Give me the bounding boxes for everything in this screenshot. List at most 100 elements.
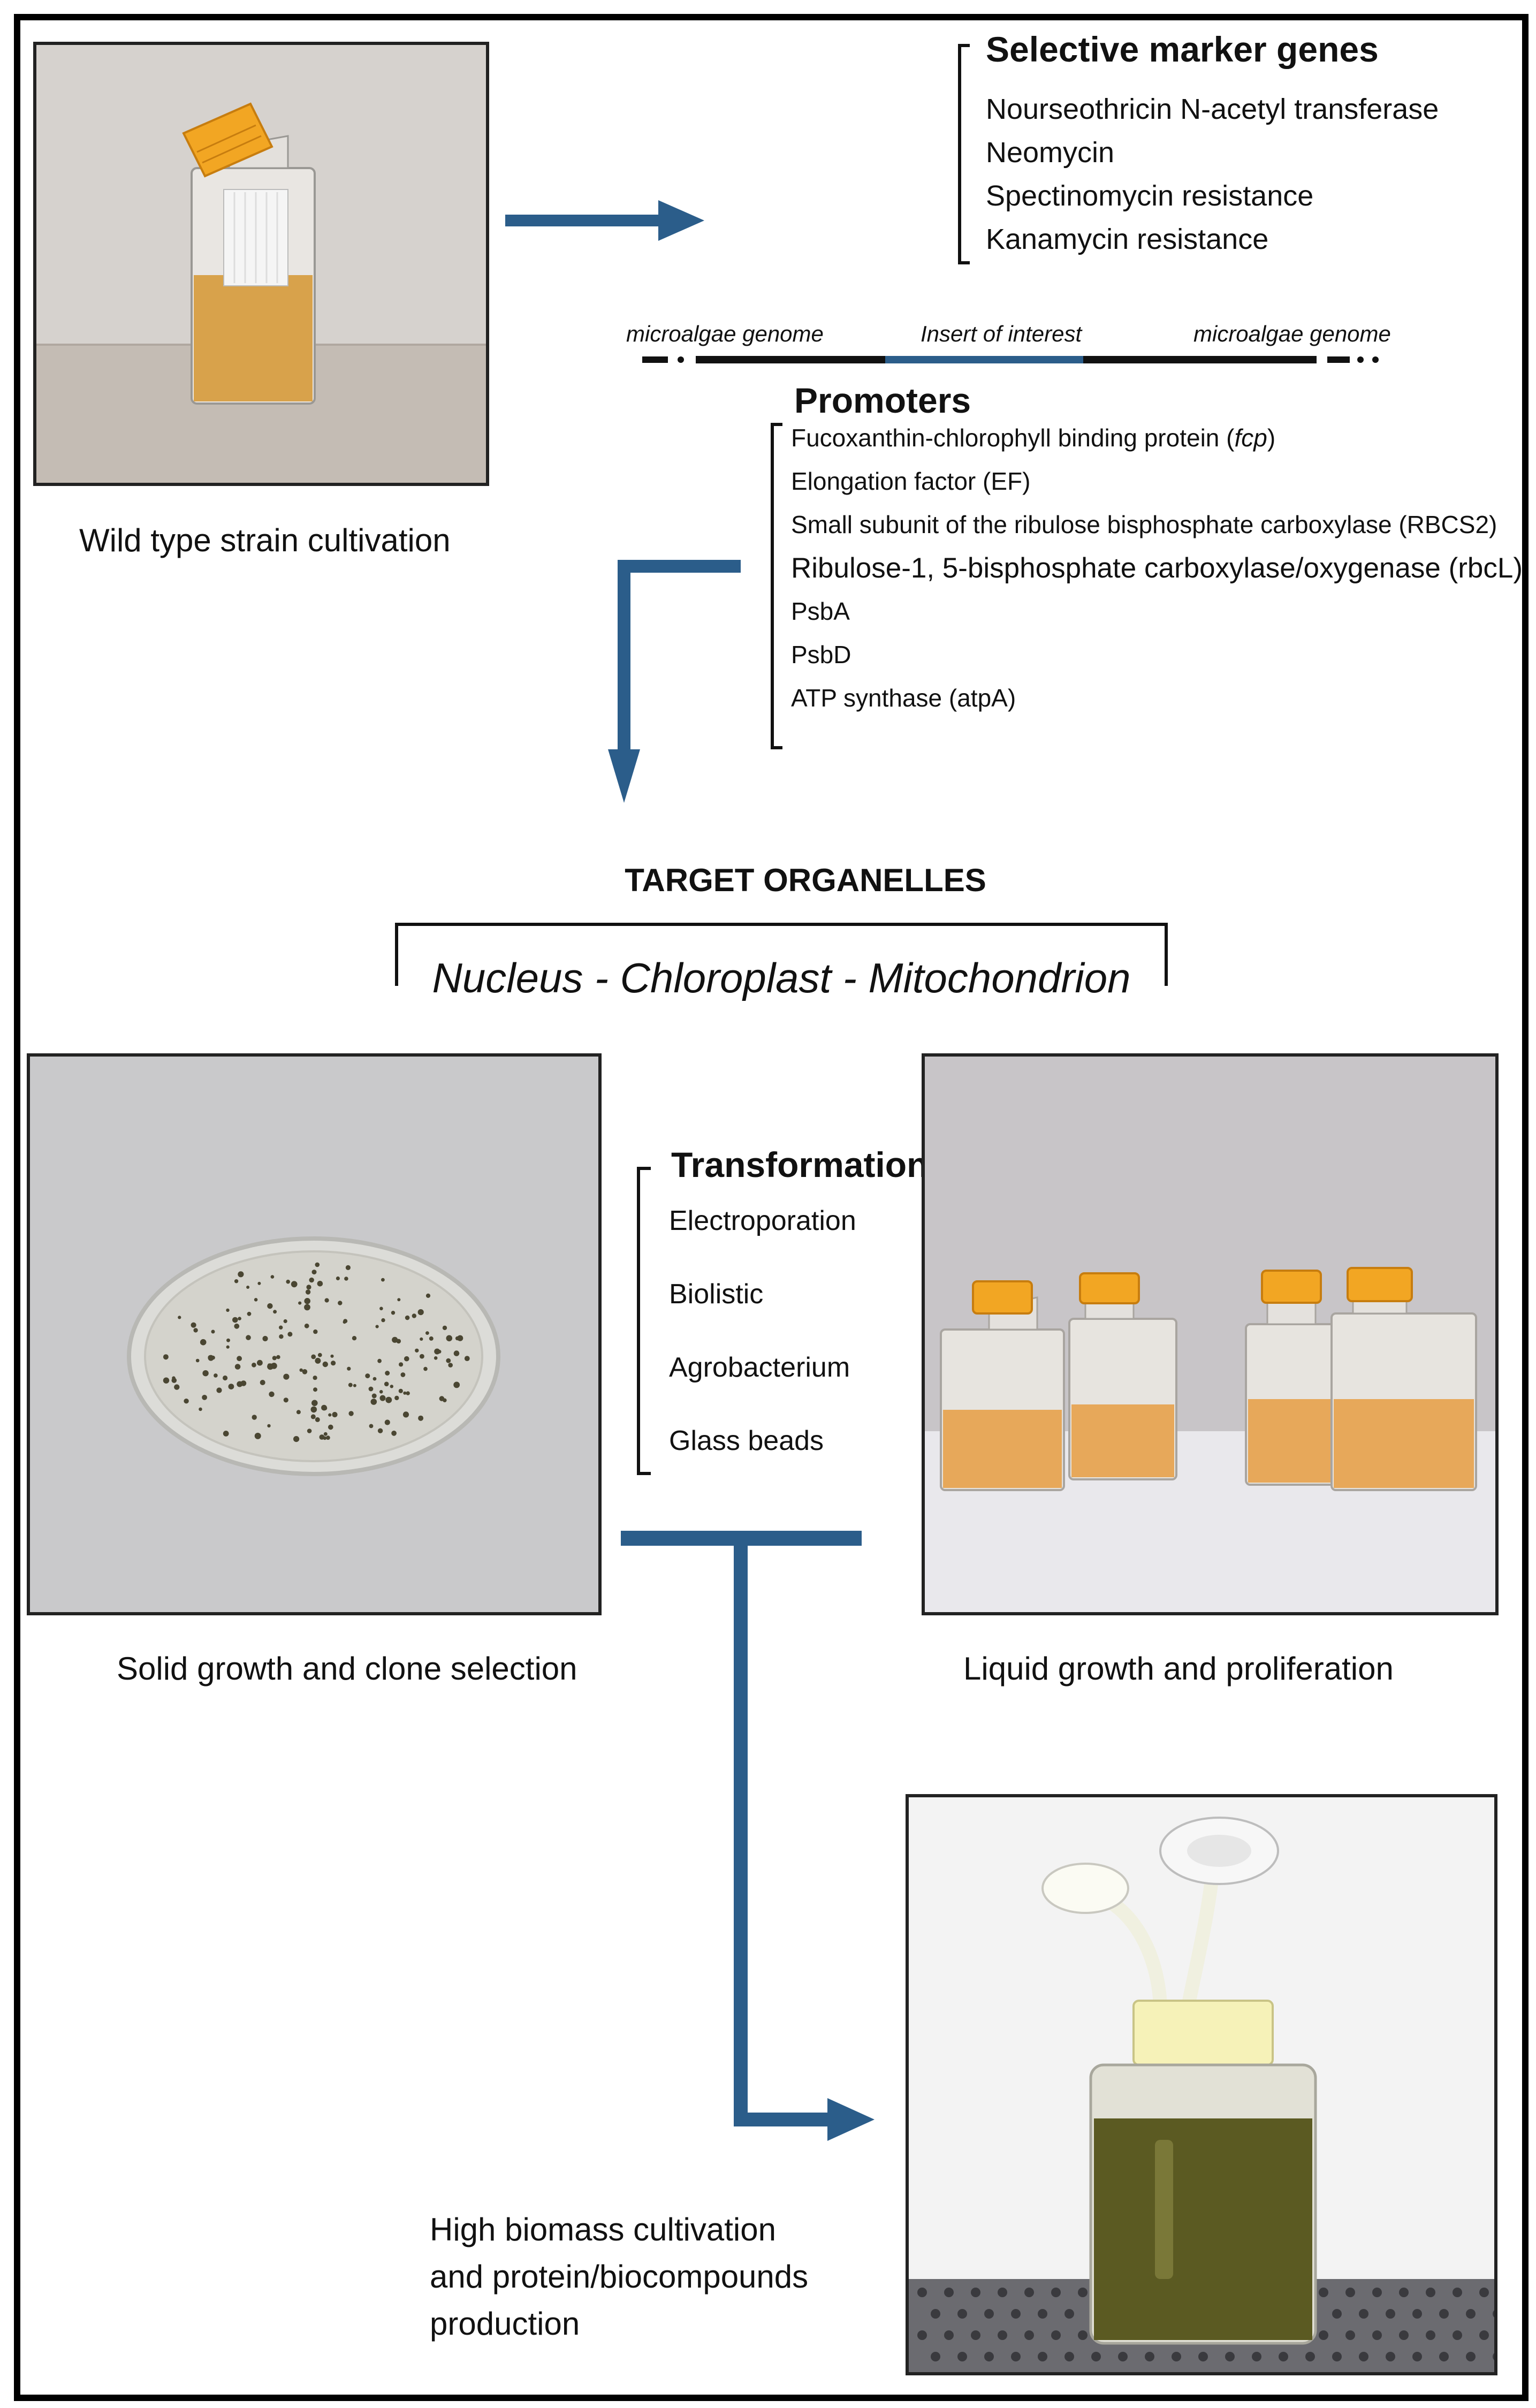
caption-high-biomass-1: High biomass cultivation — [430, 2212, 776, 2247]
stage-hole — [1279, 2352, 1288, 2361]
genome-line — [642, 356, 1379, 363]
stage-hole — [1118, 2352, 1128, 2361]
promoter-item: PsbD — [791, 641, 851, 669]
colony-dot — [377, 1358, 382, 1363]
colony-dot — [311, 1354, 316, 1359]
colony-dot — [313, 1329, 318, 1334]
colony-dot — [322, 1361, 328, 1368]
colony-dot — [319, 1434, 325, 1440]
colony-dot — [347, 1366, 351, 1371]
colony-dot — [313, 1387, 317, 1392]
marker-item: Spectinomycin resistance — [986, 180, 1314, 212]
photo-biomass-bottle — [906, 1794, 1497, 2375]
colony-dot — [254, 1432, 261, 1439]
colony-dot — [298, 1301, 302, 1305]
colony-dot — [267, 1424, 271, 1428]
colony-dot — [252, 1415, 257, 1420]
colony-dot — [287, 1332, 293, 1337]
colony-dot — [223, 1375, 228, 1381]
colony-dot — [328, 1413, 332, 1417]
colony-dot — [399, 1362, 404, 1367]
colony-dot — [442, 1325, 447, 1331]
promoter-item: Fucoxanthin-chlorophyll binding protein … — [791, 424, 1276, 452]
colony-dot — [279, 1334, 284, 1339]
promoter-item: PsbA — [791, 597, 850, 625]
marker-item: Neomycin — [986, 136, 1115, 169]
stage-hole — [1064, 2352, 1074, 2361]
colony-dot — [211, 1330, 215, 1334]
stage-hole — [1453, 2288, 1462, 2297]
colony-dot — [390, 1385, 393, 1388]
colony-dot — [257, 1359, 263, 1366]
stage-hole — [1439, 2352, 1449, 2361]
colony-dot — [195, 1358, 200, 1363]
colony-dot — [368, 1386, 374, 1392]
colony-dot — [252, 1362, 256, 1368]
stage-hole — [1051, 2330, 1061, 2340]
colony-dot — [381, 1318, 385, 1323]
colony-dot — [429, 1336, 434, 1341]
colony-dot — [344, 1277, 348, 1281]
transformation-items: Electroporation Biolistic Agrobacterium … — [669, 1191, 856, 1485]
colony-dot — [306, 1285, 311, 1290]
colony-dot — [228, 1384, 234, 1389]
colony-dot — [336, 1276, 340, 1281]
colony-dot — [226, 1338, 230, 1342]
stage-hole — [1051, 2288, 1061, 2297]
colony-dot — [226, 1308, 230, 1312]
colony-dot — [286, 1279, 290, 1284]
colony-dot — [246, 1286, 250, 1289]
transformation-item: Agrobacterium — [669, 1352, 850, 1383]
stage-hole — [1225, 2352, 1235, 2361]
stage-hole — [1024, 2288, 1034, 2297]
colony-dot — [191, 1322, 196, 1328]
stage-hole — [917, 2330, 927, 2340]
colony-dot — [307, 1429, 312, 1433]
stage-hole — [1412, 2352, 1422, 2361]
colony-dot — [425, 1331, 429, 1335]
genome-right-label: microalgae genome — [1193, 321, 1391, 346]
promoters-heading: Promoters — [794, 381, 971, 420]
stage-hole — [1466, 2352, 1476, 2361]
stage-hole — [971, 2330, 980, 2340]
colony-dot — [455, 1336, 460, 1341]
colony-dot — [370, 1399, 377, 1405]
colony-dot — [332, 1411, 338, 1418]
colony-dot — [216, 1387, 222, 1393]
colony-dot — [324, 1298, 329, 1303]
colony-dot — [331, 1361, 336, 1366]
colony-dot — [304, 1323, 309, 1328]
stage-hole — [1386, 2309, 1395, 2319]
target-organelles-title: TARGET ORGANELLES — [625, 862, 986, 898]
transformation-heading: Transformation — [671, 1145, 929, 1184]
colony-dot — [369, 1424, 374, 1429]
colony-dot — [317, 1281, 323, 1287]
colony-dot — [237, 1356, 242, 1362]
colony-dot — [394, 1395, 399, 1401]
colony-dot — [406, 1391, 410, 1395]
stage-hole — [984, 2309, 994, 2319]
caption-high-biomass-2: and protein/biocompounds — [430, 2259, 809, 2295]
colony-dot — [443, 1398, 447, 1402]
colony-dot — [214, 1373, 218, 1378]
colony-dot — [404, 1356, 409, 1362]
marker-item: Nourseothricin N-acetyl transferase — [986, 93, 1439, 125]
stage-hole — [957, 2352, 967, 2361]
colony-dot — [379, 1306, 383, 1311]
stage-hole — [971, 2288, 980, 2297]
colony-dot — [305, 1289, 311, 1295]
promoter-item: Elongation factor (EF) — [791, 467, 1031, 495]
colony-dot — [323, 1432, 328, 1436]
markers-bracket — [958, 44, 970, 264]
colony-dot — [453, 1381, 460, 1388]
colony-dot — [272, 1356, 277, 1361]
colony-dot — [302, 1369, 308, 1374]
promoter-item: Ribulose-1, 5-bisphosphate carboxylase/o… — [791, 552, 1523, 584]
colony-dot — [310, 1406, 317, 1413]
promoters-items: Fucoxanthin-chlorophyll binding protein … — [791, 416, 1523, 720]
colony-dot — [418, 1415, 424, 1421]
colony-dot — [163, 1354, 169, 1360]
figure-frame — [14, 14, 1529, 2401]
stage-hole — [1386, 2352, 1395, 2361]
stage-hole — [984, 2352, 994, 2361]
